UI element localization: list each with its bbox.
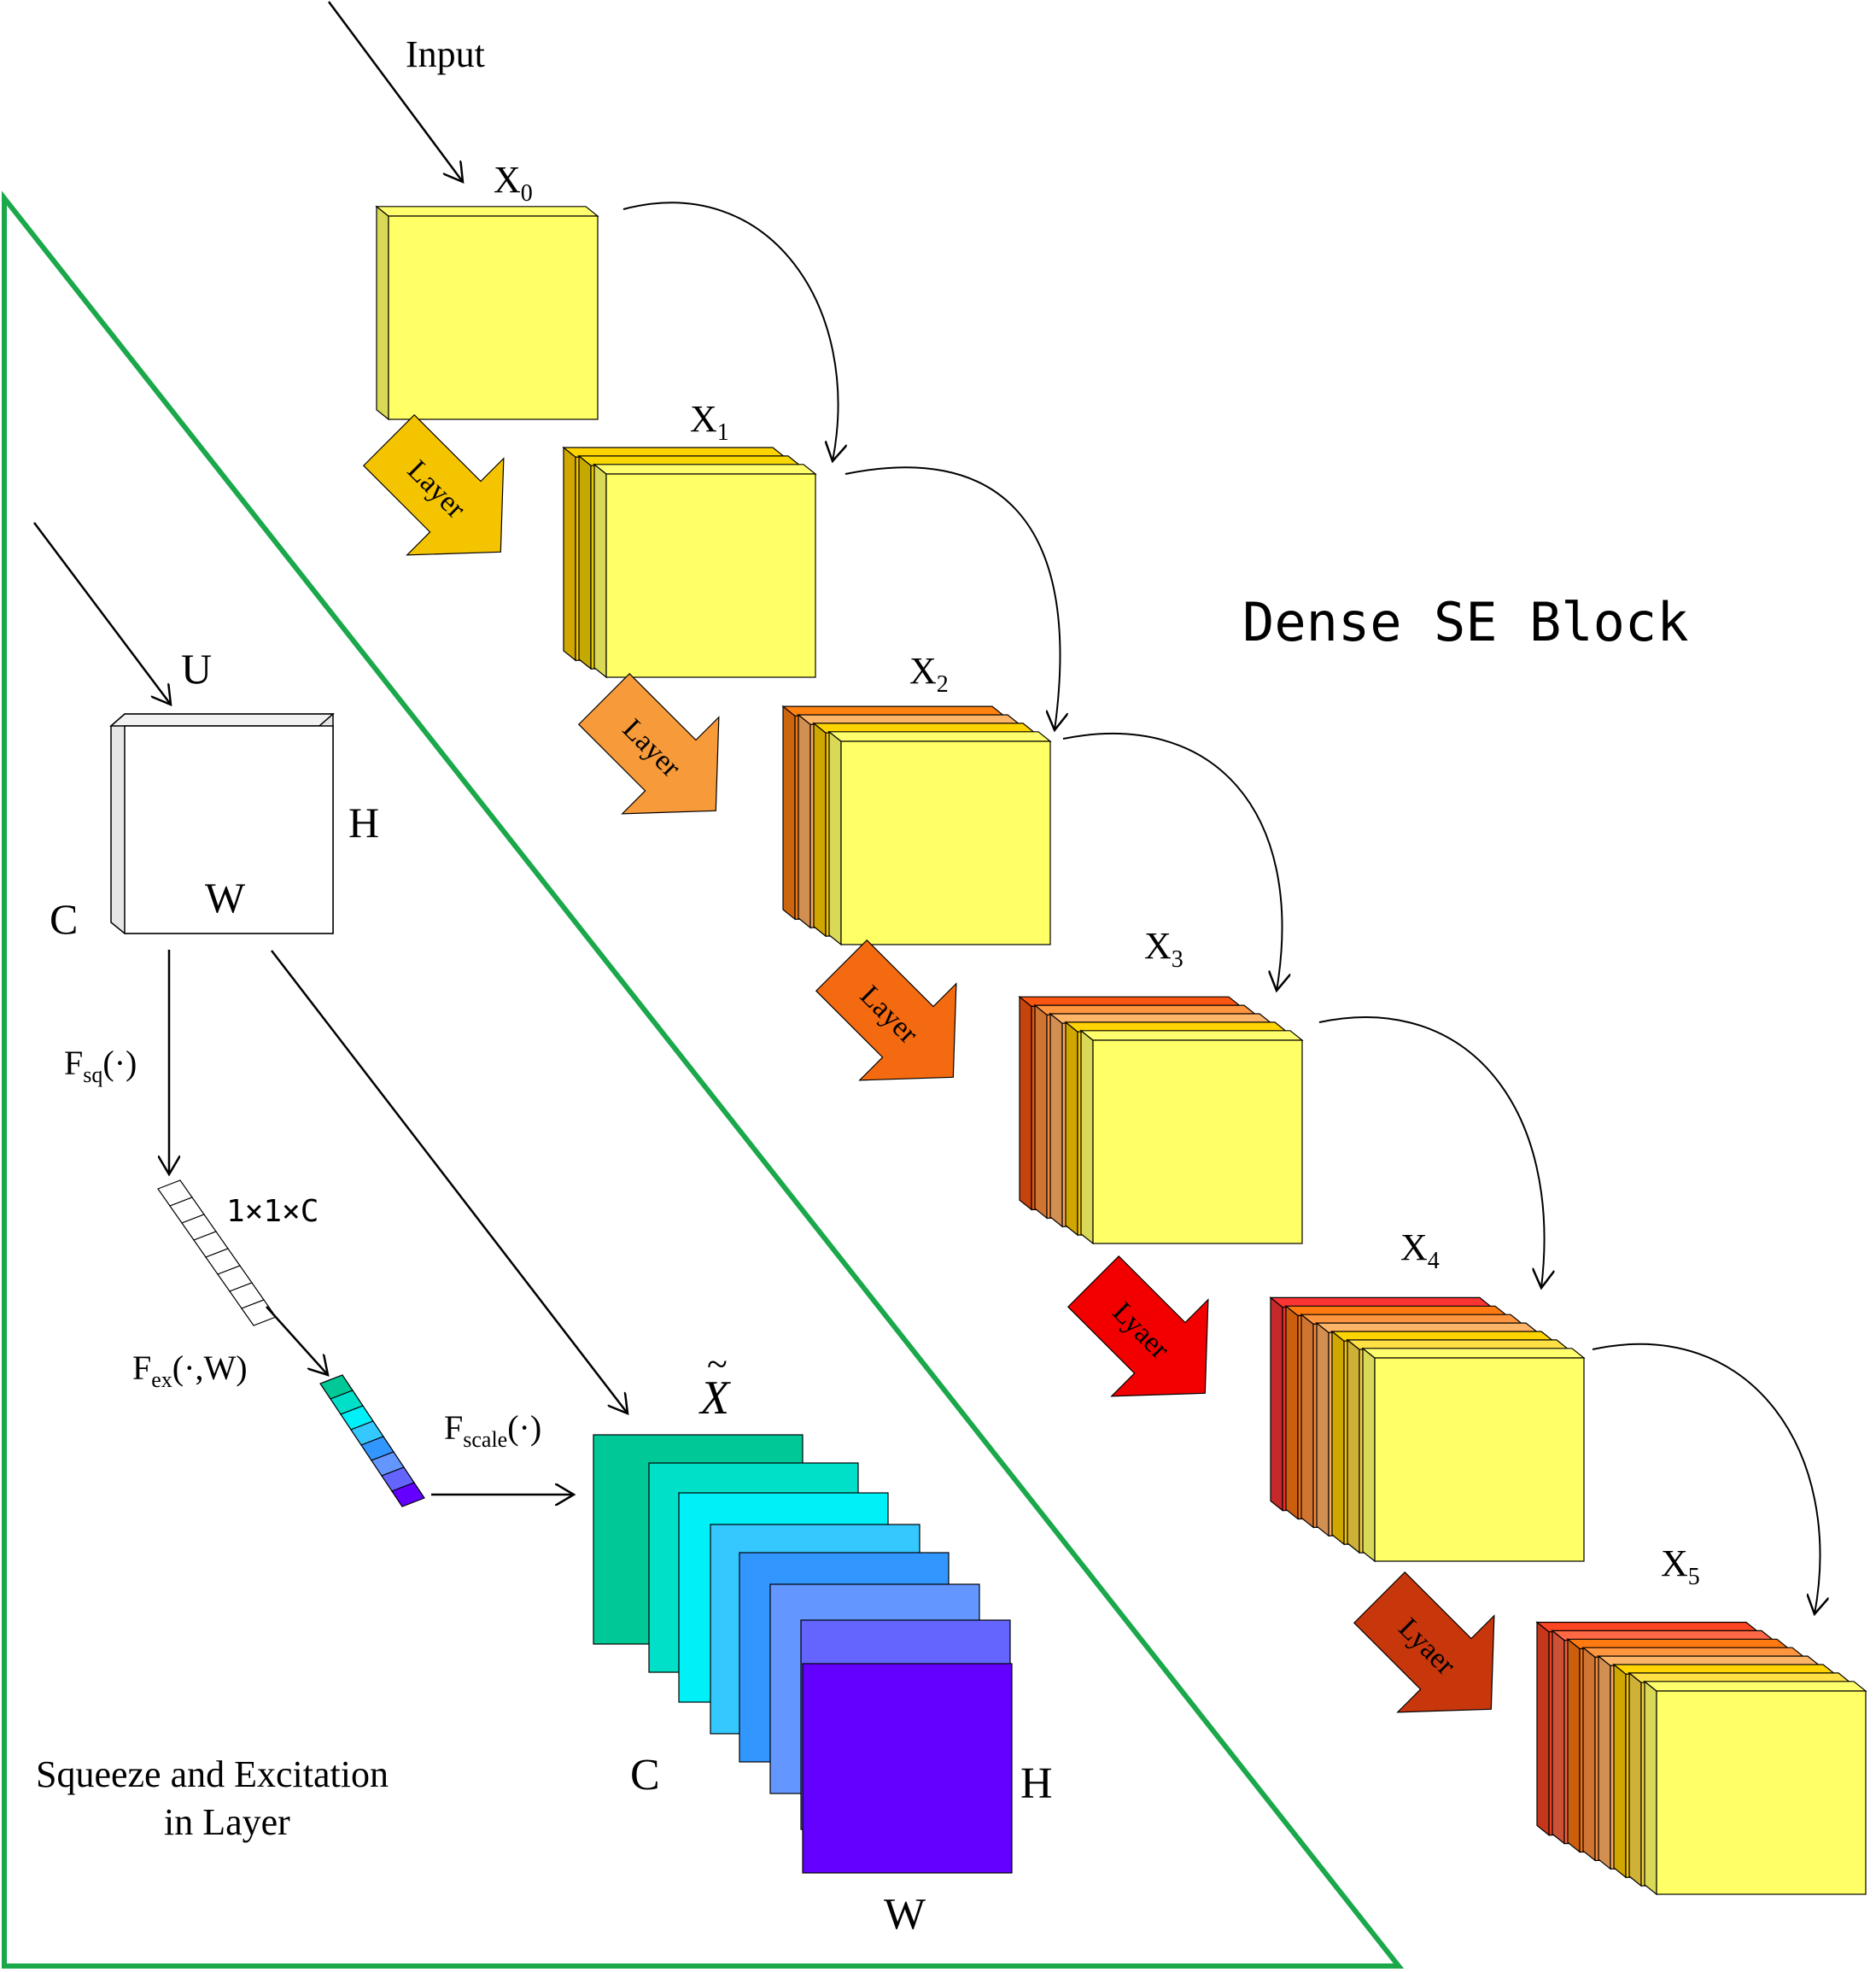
squeeze-excitation-panel: U H W C Fsq(·) 1×1×C Fex(·,W) Fscale(·) … <box>33 522 1053 1939</box>
excitation-vector <box>319 1374 425 1507</box>
excitation-arrow <box>266 1306 328 1375</box>
x3-label: X3 <box>1144 925 1183 973</box>
dense-curve-x4-x5 <box>1592 1343 1820 1614</box>
input-label: Input <box>406 33 485 75</box>
stack-x5-layer-7 <box>1643 1680 1867 1896</box>
scaled-feature-stack <box>593 1434 1013 1874</box>
layer-arrow-2: Layer <box>815 939 957 1081</box>
scaled-channel-7 <box>802 1663 1013 1874</box>
caption-line-2: in Layer <box>164 1801 290 1843</box>
stack-x5 <box>1535 1621 1867 1896</box>
excitation-cell-7 <box>391 1482 425 1507</box>
dense-curve-x3-x4 <box>1318 1016 1545 1288</box>
dense-connections <box>622 202 1820 1614</box>
dense-curve-x2-x3 <box>1062 733 1282 991</box>
stack-x2 <box>781 705 1052 946</box>
squeeze-vector <box>157 1179 277 1326</box>
u-channel-label: C <box>50 895 78 943</box>
x4-label: X4 <box>1400 1226 1440 1274</box>
u-label: U <box>181 645 212 693</box>
residual-arrow <box>271 950 628 1413</box>
stack-width-label: W <box>884 1890 926 1939</box>
u-width-label: W <box>205 874 246 922</box>
dense-se-block-title: Dense SE Block <box>1242 591 1689 653</box>
x-labels: X0 X1 X2 X3 X4 X5 <box>494 159 1700 1590</box>
x0-label: X0 <box>494 159 533 207</box>
input-arrow <box>327 1 463 182</box>
stack-height-label: H <box>1020 1759 1053 1808</box>
stack-x3-layer-4 <box>1079 1029 1304 1245</box>
stack-x1 <box>562 446 817 679</box>
x1-label: X1 <box>690 398 729 446</box>
feature-map-stacks <box>375 205 1867 1896</box>
stack-x0 <box>375 205 599 421</box>
layer-arrow-0: Layer <box>362 413 505 556</box>
x-tilde-label: X <box>698 1372 732 1425</box>
x-tilde-accent: ~ <box>707 1343 728 1385</box>
squeeze-size-label: 1×1×C <box>226 1194 319 1229</box>
layer-arrow-4: Lyaer <box>1353 1571 1495 1713</box>
stack-channel-label: C <box>630 1751 660 1799</box>
stack-x1-layer-2 <box>593 463 817 679</box>
fsq-label: Fsq(·) <box>64 1044 137 1087</box>
layer-arrow-1: Layer <box>577 672 720 815</box>
x2-label: X2 <box>909 650 949 698</box>
caption-line-1: Squeeze and Excitation <box>36 1753 389 1795</box>
fex-label: Fex(·,W) <box>132 1349 248 1392</box>
u-input-arrow <box>33 522 171 705</box>
fscale-label: Fscale(·) <box>444 1408 541 1452</box>
layer-arrow-3: Lyaer <box>1067 1255 1209 1397</box>
dense-curve-x1-x2 <box>844 466 1060 730</box>
stack-x3 <box>1018 995 1304 1245</box>
u-height-label: H <box>348 799 379 846</box>
u-feature-map <box>109 713 335 934</box>
stack-x0-layer-0 <box>375 205 599 421</box>
stack-x4 <box>1269 1296 1586 1563</box>
stack-x2-layer-3 <box>827 730 1052 946</box>
se-triangle-border <box>2 190 1405 1969</box>
x5-label: X5 <box>1661 1542 1700 1590</box>
stack-x4-layer-6 <box>1361 1347 1586 1563</box>
dense-curve-x0-x1 <box>622 202 838 461</box>
